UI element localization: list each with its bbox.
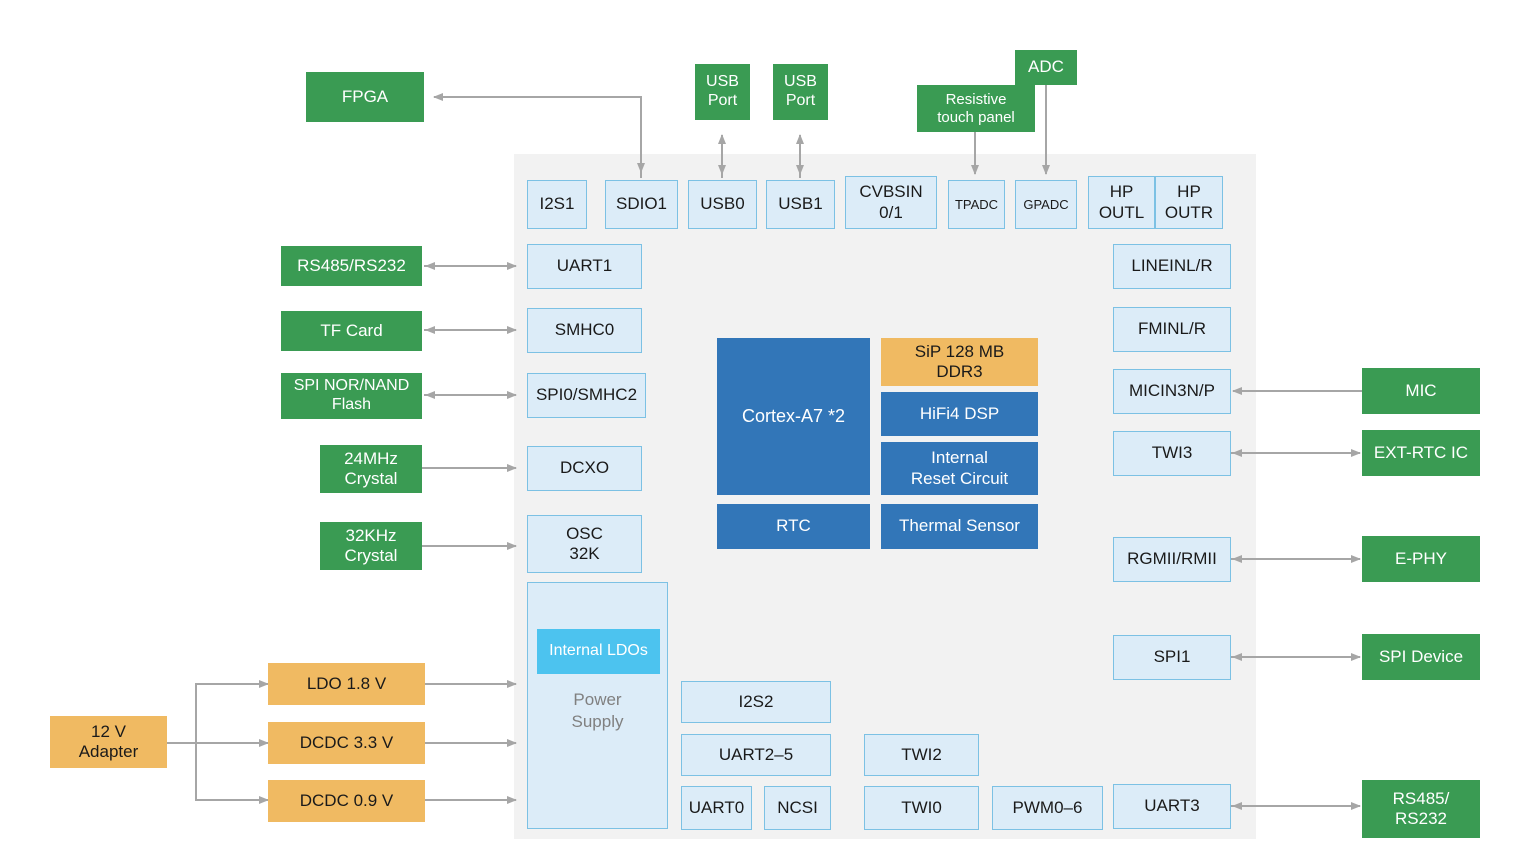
soc-block-fminl-r[interactable]: FMINL/R	[1113, 307, 1231, 352]
soc-block-uart1[interactable]: UART1	[527, 244, 642, 289]
external-e-phy[interactable]: E-PHY	[1362, 536, 1480, 582]
external-resistive-touch-panel[interactable]: Resistive touch panel	[917, 85, 1035, 132]
soc-block-uart0[interactable]: UART0	[681, 786, 752, 830]
soc-block-uart3[interactable]: UART3	[1113, 784, 1231, 829]
soc-block-usb1[interactable]: USB1	[766, 180, 835, 229]
soc-core-cortex-a7[interactable]: Cortex-A7 *2	[717, 338, 870, 495]
power-dcdc-3v3[interactable]: DCDC 3.3 V	[268, 722, 425, 764]
soc-power-supply-label: Power Supply	[571, 690, 624, 731]
external-crystal-24mhz[interactable]: 24MHz Crystal	[320, 445, 422, 493]
external-rs485-rs232-right[interactable]: RS485/ RS232	[1362, 780, 1480, 838]
external-ext-rtc-ic[interactable]: EXT-RTC IC	[1362, 430, 1480, 476]
soc-core-sip-ddr3[interactable]: SiP 128 MB DDR3	[881, 338, 1038, 386]
soc-block-i2s2[interactable]: I2S2	[681, 681, 831, 723]
external-usb-port-0[interactable]: USB Port	[695, 64, 750, 120]
soc-block-smhc0[interactable]: SMHC0	[527, 308, 642, 353]
soc-block-twi2[interactable]: TWI2	[864, 734, 979, 776]
external-mic[interactable]: MIC	[1362, 368, 1480, 414]
soc-block-dcxo[interactable]: DCXO	[527, 446, 642, 491]
soc-block-hp-outl[interactable]: HP OUTL	[1088, 176, 1155, 229]
external-spi-device[interactable]: SPI Device	[1362, 634, 1480, 680]
soc-block-twi0[interactable]: TWI0	[864, 786, 979, 830]
soc-block-i2s1[interactable]: I2S1	[527, 180, 587, 229]
soc-block-spi0-smhc2[interactable]: SPI0/SMHC2	[527, 373, 646, 418]
external-fpga[interactable]: FPGA	[306, 72, 424, 122]
soc-block-hp-outr[interactable]: HP OUTR	[1155, 176, 1223, 229]
soc-block-spi1[interactable]: SPI1	[1113, 635, 1231, 680]
soc-block-usb0[interactable]: USB0	[688, 180, 757, 229]
power-ldo-1v8[interactable]: LDO 1.8 V	[268, 663, 425, 705]
soc-block-gpadc[interactable]: GPADC	[1015, 180, 1077, 229]
soc-block-uart2-5[interactable]: UART2–5	[681, 734, 831, 776]
power-12v-adapter[interactable]: 12 V Adapter	[50, 716, 167, 768]
soc-core-rtc[interactable]: RTC	[717, 504, 870, 549]
external-crystal-32khz[interactable]: 32KHz Crystal	[320, 522, 422, 570]
external-spi-nor-nand-flash[interactable]: SPI NOR/NAND Flash	[281, 373, 422, 419]
soc-internal-ldos[interactable]: Internal LDOs	[537, 629, 660, 674]
soc-core-hifi4-dsp[interactable]: HiFi4 DSP	[881, 392, 1038, 436]
external-rs485-rs232-left[interactable]: RS485/RS232	[281, 246, 422, 286]
soc-block-sdio1[interactable]: SDIO1	[605, 180, 678, 229]
soc-block-lineinl-r[interactable]: LINEINL/R	[1113, 244, 1231, 289]
external-adc[interactable]: ADC	[1015, 50, 1077, 85]
soc-block-micin3n-p[interactable]: MICIN3N/P	[1113, 369, 1231, 414]
soc-block-ncsi[interactable]: NCSI	[764, 786, 831, 830]
soc-core-internal-reset-circuit[interactable]: Internal Reset Circuit	[881, 442, 1038, 495]
soc-block-pwm0-6[interactable]: PWM0–6	[992, 786, 1103, 830]
soc-power-supply[interactable]: Internal LDOs Power Supply	[527, 582, 668, 829]
soc-block-tpadc[interactable]: TPADC	[948, 180, 1005, 229]
soc-block-osc32k[interactable]: OSC 32K	[527, 515, 642, 573]
soc-core-thermal-sensor[interactable]: Thermal Sensor	[881, 504, 1038, 549]
external-tf-card[interactable]: TF Card	[281, 311, 422, 351]
soc-block-cvbsin[interactable]: CVBSIN 0/1	[845, 176, 937, 229]
soc-block-twi3[interactable]: TWI3	[1113, 431, 1231, 476]
external-usb-port-1[interactable]: USB Port	[773, 64, 828, 120]
soc-block-rgmii-rmii[interactable]: RGMII/RMII	[1113, 537, 1231, 582]
power-dcdc-0v9[interactable]: DCDC 0.9 V	[268, 780, 425, 822]
